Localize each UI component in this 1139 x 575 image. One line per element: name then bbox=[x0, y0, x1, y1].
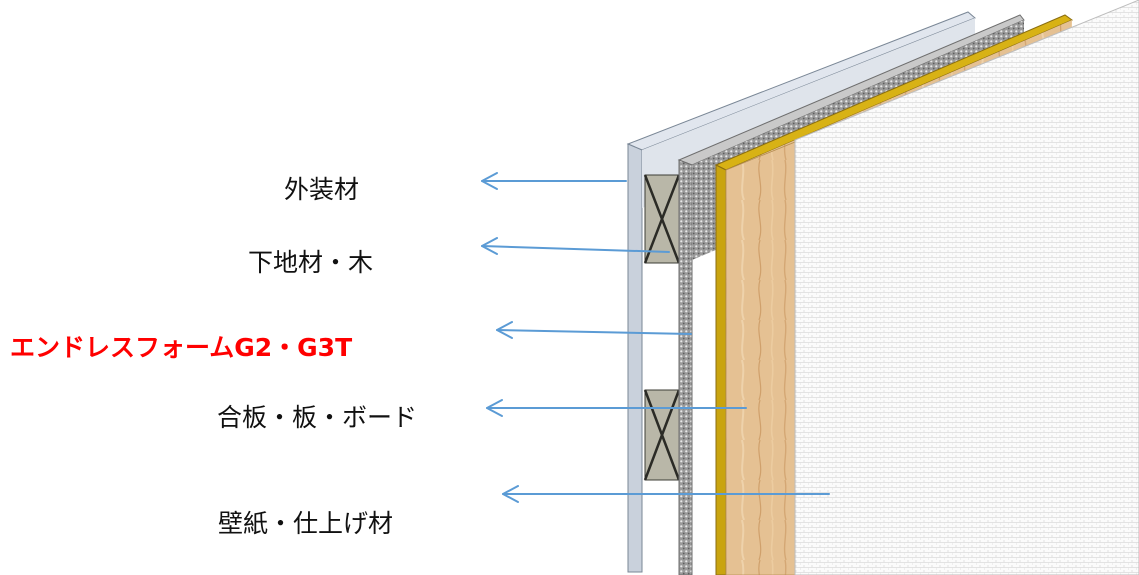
arrow-base-wood bbox=[481, 237, 670, 255]
label-plywood-board: 合板・板・ボード bbox=[217, 403, 418, 432]
arrow-exterior bbox=[481, 172, 627, 190]
arrow-plywood bbox=[486, 399, 747, 417]
label-base-wood: 下地材・木 bbox=[248, 248, 374, 277]
arrow-foam bbox=[496, 321, 692, 339]
wallpaper-panel bbox=[794, 0, 1139, 575]
label-wallpaper-finish: 壁紙・仕上げ材 bbox=[218, 509, 394, 538]
label-exterior-material: 外装材 bbox=[284, 175, 360, 204]
wood-studs bbox=[643, 174, 681, 481]
arrow-wallpaper bbox=[502, 485, 830, 503]
label-endless-foam: エンドレスフォームG2・G3T bbox=[10, 333, 353, 362]
